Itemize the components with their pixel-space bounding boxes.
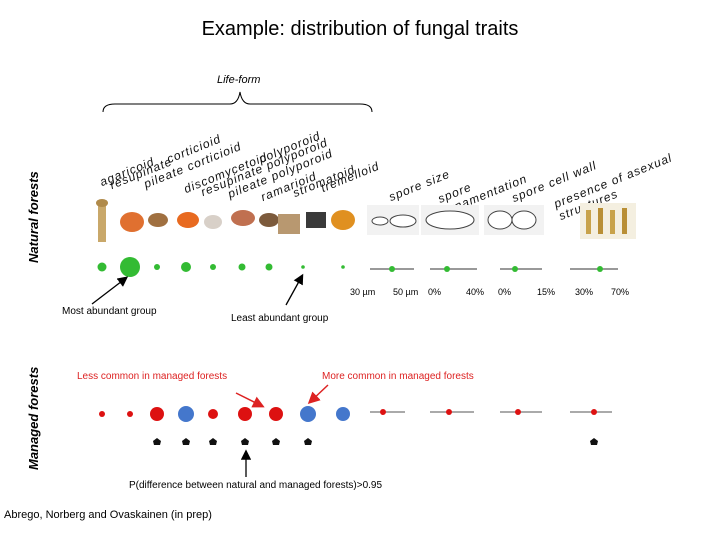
natural-dot-pileate-polyporoid (265, 263, 273, 271)
more-common-arrow (307, 384, 329, 405)
significance-marker (182, 438, 190, 445)
asexual-structure-image (610, 210, 615, 234)
managed-dot-pileate-corticioid (150, 407, 164, 421)
natural-dot-resupinate (120, 257, 140, 277)
most-abundant-arrow (91, 276, 129, 305)
fungus-image (177, 212, 199, 228)
tick-label: 30 µm (350, 287, 376, 297)
natural-dot-agaricoid (97, 262, 107, 272)
managed-dot-corticioid (178, 406, 194, 422)
asexual-structure-image (598, 208, 603, 234)
managed-mean-spore-cell-wall (515, 409, 521, 415)
tick-label: 0% (498, 287, 512, 297)
managed-forest-row (99, 406, 350, 422)
significance-marker (153, 438, 161, 445)
managed-mean-asexual-structures (591, 409, 597, 415)
managed-dot-pileate-polyporoid (269, 407, 283, 421)
least-abundant-note: Least abundant group (231, 313, 329, 324)
tick-label: 50 µm (393, 287, 419, 297)
life-form-label: Life-form (217, 74, 261, 86)
fungus-image (306, 212, 326, 228)
tick-label: 15% (537, 287, 556, 297)
spore-outline-image (389, 214, 417, 228)
natural-dot-polyporoid (301, 265, 305, 269)
asexual-structure-images (580, 203, 636, 239)
significance-marker (304, 438, 312, 445)
spore-outline-image (511, 210, 537, 230)
fungus-image (148, 213, 168, 227)
page-title: Example: distribution of fungal traits (201, 18, 519, 40)
least-abundant-arrow (285, 273, 304, 306)
spore-outline-image (487, 210, 513, 230)
tick-label: 70% (611, 287, 630, 297)
natural-dot-stromatoid (341, 265, 345, 269)
spore-outline-image (425, 210, 475, 230)
managed-dot-stromatoid (336, 407, 350, 421)
managed-dot-agaricoid (99, 411, 105, 417)
tick-label: 40% (466, 287, 485, 297)
spore-outline-image (371, 216, 389, 226)
significance-marker (209, 438, 217, 445)
citation: Abrego, Norberg and Ovaskainen (in prep) (4, 509, 212, 521)
natural-mean-spore-ornamentation (444, 266, 450, 272)
managed-mean-spore-size (380, 409, 386, 415)
fungus-images (96, 199, 355, 242)
natural-dot-discomycetoid (210, 264, 216, 270)
managed-dot-resupinate (127, 411, 133, 417)
natural-dot-pileate-corticioid (154, 264, 160, 270)
fungus-image (278, 214, 300, 234)
fungus-image (231, 210, 255, 226)
fungus-image (120, 212, 144, 232)
more-common-note: More common in managed forests (322, 371, 474, 382)
significance-markers (153, 438, 598, 445)
natural-mean-spore-cell-wall (512, 266, 518, 272)
managed-dot-resupinate-polyporoid (238, 407, 252, 421)
natural-dot-corticioid (181, 262, 191, 272)
life-form-brace (102, 91, 373, 113)
asexual-structure-image (622, 208, 627, 234)
less-common-note: Less common in managed forests (77, 371, 228, 382)
less-common-arrow (235, 392, 265, 408)
spore-outline-images (367, 205, 544, 235)
significance-marker (272, 438, 280, 445)
managed-dot-discomycetoid (208, 409, 218, 419)
fungus-image (96, 199, 108, 242)
fungus-image (259, 213, 279, 227)
most-abundant-note: Most abundant group (62, 306, 157, 317)
tick-label: 30% (575, 287, 594, 297)
p-difference-note: P(difference between natural and managed… (129, 480, 383, 491)
natural-forest-row (97, 257, 345, 277)
managed-mean-spore-ornamentation (446, 409, 452, 415)
asexual-structure-image (586, 210, 591, 234)
managed-dot-polyporoid (300, 406, 316, 422)
natural-mean-spore-size (389, 266, 395, 272)
tick-label: 0% (428, 287, 442, 297)
significance-marker (241, 438, 249, 445)
fungus-image (331, 210, 355, 230)
significance-marker (590, 438, 598, 445)
fungus-image (204, 215, 222, 229)
natural-dot-resupinate-polyporoid (238, 263, 246, 271)
natural-mean-asexual-structures (597, 266, 603, 272)
